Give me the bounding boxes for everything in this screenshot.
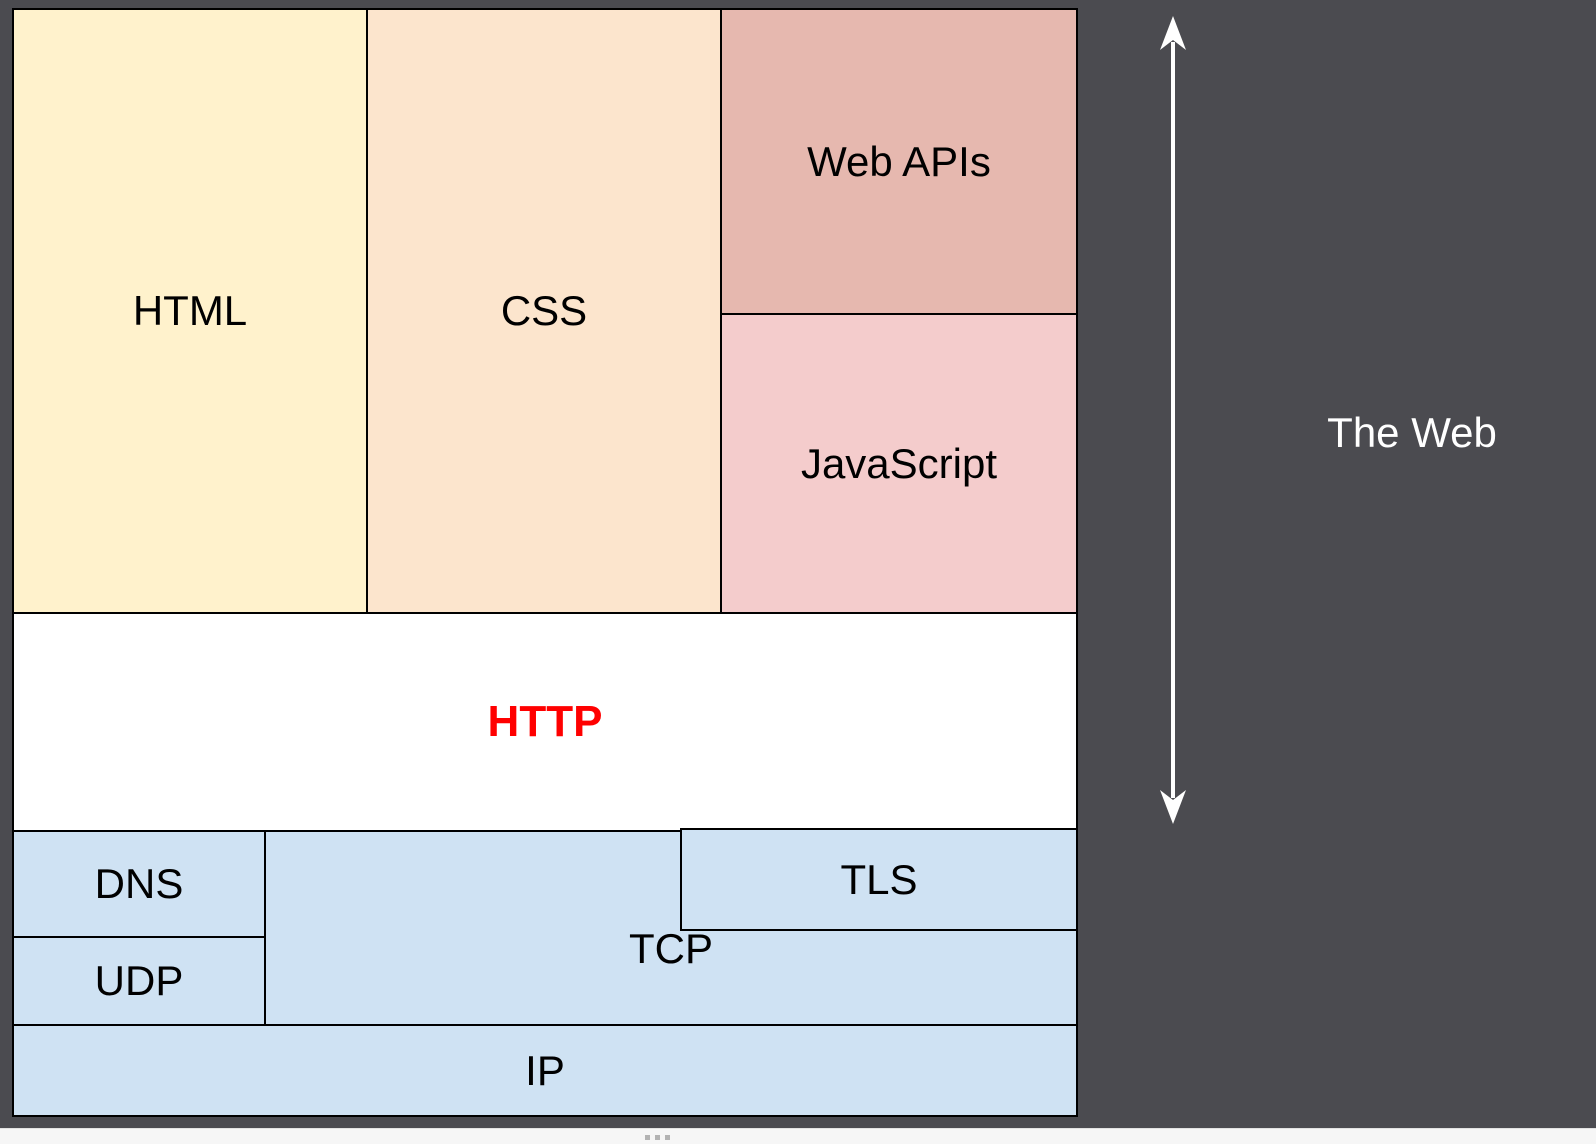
layer-label-javascript: JavaScript bbox=[800, 439, 998, 487]
layer-box-html: HTML bbox=[12, 8, 368, 614]
layer-label-tcp: TCP bbox=[629, 925, 713, 972]
layer-label-udp: UDP bbox=[94, 957, 184, 1004]
layer-box-javascript: JavaScript bbox=[720, 313, 1078, 614]
ellipsis-handle-icon[interactable] bbox=[645, 1135, 670, 1140]
layer-box-ip: IP bbox=[12, 1024, 1078, 1117]
handle-dot bbox=[645, 1135, 650, 1140]
layer-label-http: HTTP bbox=[487, 697, 603, 746]
layer-label-css: CSS bbox=[500, 287, 588, 334]
handle-dot bbox=[655, 1135, 660, 1140]
the-web-annotation: The Web bbox=[1327, 409, 1497, 456]
layer-label-tls: TLS bbox=[840, 855, 918, 903]
layer-box-dns: DNS bbox=[12, 830, 266, 938]
page-bottom-strip bbox=[0, 1128, 1596, 1144]
double-arrow-icon bbox=[1160, 16, 1186, 824]
layer-label-dns: DNS bbox=[94, 860, 184, 907]
layer-box-tls: TLS bbox=[680, 828, 1078, 931]
layer-box-css: CSS bbox=[366, 8, 722, 614]
layer-label-html: HTML bbox=[132, 287, 248, 334]
layer-box-web-apis: Web APIs bbox=[720, 8, 1078, 315]
layer-box-udp: UDP bbox=[12, 936, 266, 1026]
layer-label-ip: IP bbox=[525, 1046, 565, 1094]
layer-box-http: HTTP bbox=[12, 612, 1078, 832]
handle-dot bbox=[665, 1135, 670, 1140]
layer-label-web-apis: Web APIs bbox=[807, 137, 991, 185]
